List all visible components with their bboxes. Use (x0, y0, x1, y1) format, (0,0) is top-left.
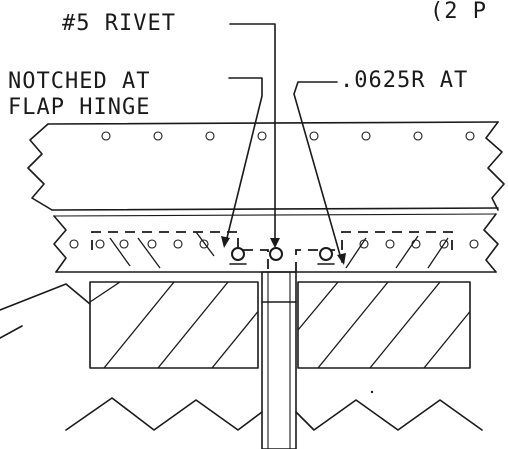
left-block-outline (89, 281, 259, 369)
center-rivet (269, 247, 283, 261)
rivet-leader-arrow (270, 238, 280, 248)
rivet-callout-label: #5 RIVET (62, 11, 176, 36)
right-block-hatching (298, 282, 470, 368)
lower-skin-left-break (53, 215, 67, 273)
lower-skin-top-edge (53, 213, 497, 217)
radius-leader-arrow (337, 253, 346, 265)
left-edge-leader-lower (0, 325, 23, 339)
lower-skin-hatching (109, 231, 449, 269)
bottom-right-break (295, 399, 483, 431)
radius-leader-line (293, 81, 343, 263)
upper-skin-right-break (485, 121, 505, 211)
upper-skin-top-edge (47, 121, 499, 125)
right-rivet (319, 247, 333, 261)
notched-callout-line1: NOTCHED AT (8, 69, 150, 94)
header-fragment-label: (2 P (430, 0, 487, 24)
notched-leader-line (225, 77, 263, 243)
rivet-leader-line (229, 23, 276, 247)
upper-skin-bottom-edge (51, 207, 499, 211)
right-block-outline (297, 281, 471, 369)
hinge-member-outline (261, 271, 297, 449)
right-notch-outline (295, 231, 453, 272)
left-edge-leader-upper (0, 283, 91, 311)
bottom-left-break (65, 397, 263, 431)
ink-speck (370, 390, 374, 394)
lower-fastener-row (69, 239, 479, 249)
upper-fastener-row (101, 131, 475, 141)
left-notch-outline (91, 231, 269, 272)
radius-callout-label: .0625R AT (340, 68, 468, 93)
lower-skin-right-break (483, 213, 499, 273)
notched-leader-arrow (221, 236, 230, 248)
notched-callout-line2: FLAP HINGE (8, 95, 150, 120)
upper-skin-left-break (27, 123, 53, 211)
left-block-hatching (90, 282, 258, 368)
left-rivet (231, 247, 245, 261)
